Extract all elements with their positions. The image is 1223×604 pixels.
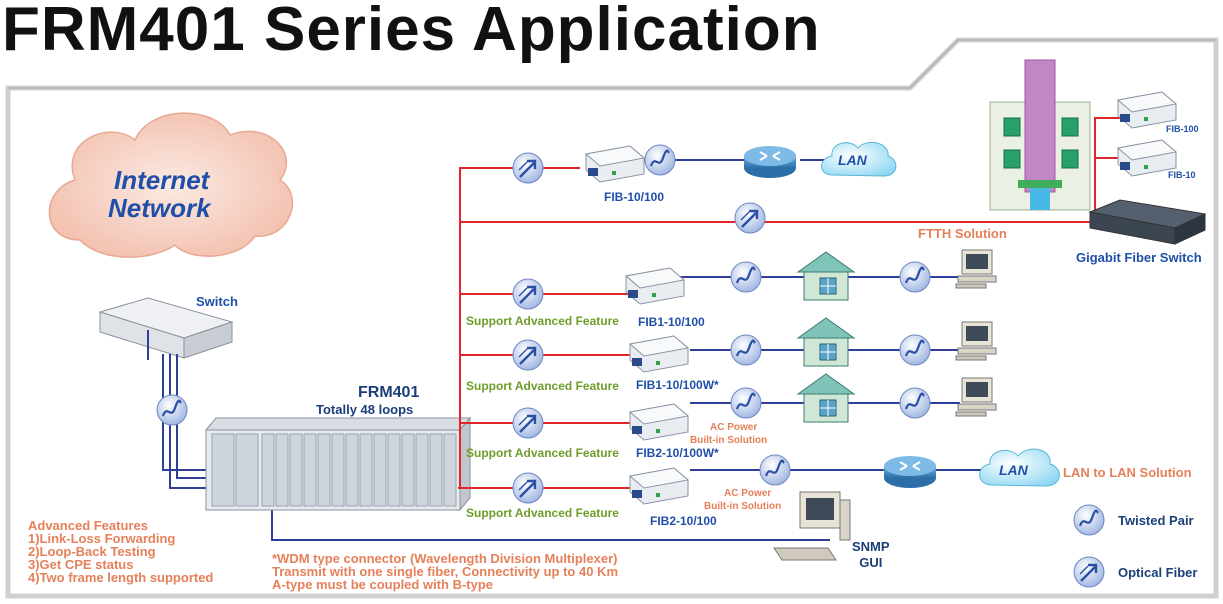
wdm-note-line: A-type must be coupled with B-type — [272, 577, 494, 592]
media-converter-icon — [629, 403, 689, 441]
wdm-note-line: *WDM type connector (Wavelength Division… — [272, 551, 618, 566]
legend-twisted-pair-label: Twisted Pair — [1118, 513, 1194, 528]
switch-device — [98, 297, 234, 359]
media-converter-icon — [585, 145, 645, 183]
internet-cloud — [48, 112, 294, 258]
fib-10-label: FIB-10 — [1168, 170, 1196, 180]
pc-icon — [955, 377, 997, 417]
router-icon — [743, 145, 797, 179]
switch-label: Switch — [196, 294, 238, 309]
building-icon — [989, 59, 1091, 211]
network-label: Network — [108, 193, 211, 223]
twisted-pair-icon — [1072, 503, 1106, 537]
advanced-feature-item: 3)Get CPE status — [28, 557, 134, 572]
frm401-label: FRM401 — [358, 384, 420, 401]
support-advanced-feature-label: Support Advanced Feature — [466, 379, 619, 393]
optical-fiber-icon — [511, 471, 545, 505]
snmp-gui-label: SNMP GUI — [852, 539, 890, 571]
advanced-feature-item: 2)Loop-Back Testing — [28, 544, 156, 559]
lan-cloud — [821, 141, 897, 177]
support-advanced-feature-label: Support Advanced Feature — [466, 446, 619, 460]
media-converter-icon — [625, 267, 685, 305]
twisted-pair-icon — [729, 260, 763, 294]
gigabit-fiber-switch-label: Gigabit Fiber Switch — [1076, 250, 1202, 265]
pc-icon — [773, 491, 851, 561]
ac-power-label: AC Power — [710, 422, 758, 433]
fib-10-100-label: FIB-10/100 — [604, 190, 665, 204]
frm401-chassis — [204, 416, 472, 512]
advanced-features-heading: Advanced Features — [28, 518, 148, 533]
media-converter-icon — [629, 467, 689, 505]
gui-label: GUI — [859, 555, 883, 570]
house-icon — [797, 317, 855, 367]
built-in-solution-label: Built-in Solution — [690, 435, 768, 446]
support-advanced-feature-label: Support Advanced Feature — [466, 314, 619, 328]
twisted-pair-icon — [758, 453, 792, 487]
fib1-10-100w-label: FIB1-10/100W* — [636, 378, 719, 392]
lan-cloud — [979, 448, 1060, 487]
optical-fiber-icon — [733, 201, 767, 235]
lan-cloud-label: LAN — [838, 152, 867, 168]
twisted-pair-icon — [729, 333, 763, 367]
wdm-note-line: Transmit with one single fiber, Connecti… — [272, 564, 618, 579]
built-in-solution-label: Built-in Solution — [704, 501, 782, 512]
ftth-solution-label: FTTH Solution — [918, 226, 1007, 241]
twisted-pair-icon — [898, 333, 932, 367]
twisted-pair-icon — [729, 386, 763, 420]
media-converter-icon — [1117, 91, 1177, 129]
advanced-feature-item: 1)Link-Loss Forwarding — [28, 531, 176, 546]
support-advanced-feature-label: Support Advanced Feature — [466, 506, 619, 520]
wdm-notes: *WDM type connector (Wavelength Division… — [272, 552, 618, 591]
house-icon — [797, 251, 855, 301]
fib1-10-100-label: FIB1-10/100 — [638, 315, 705, 329]
twisted-pair-icon — [898, 260, 932, 294]
optical-fiber-icon — [511, 151, 545, 185]
house-icon — [797, 373, 855, 423]
lan-to-lan-solution-label: LAN to LAN Solution — [1063, 465, 1192, 480]
ac-power-label: AC Power — [724, 488, 772, 499]
pc-icon — [955, 321, 997, 361]
fib2-10-100-label: FIB2-10/100 — [650, 514, 717, 528]
pc-icon — [955, 249, 997, 289]
twisted-pair-icon — [643, 143, 677, 177]
router-icon — [883, 455, 937, 489]
gigabit-switch-device — [1088, 199, 1207, 245]
optical-fiber-icon — [511, 277, 545, 311]
twisted-pair-icon — [155, 393, 189, 427]
snmp-label: SNMP — [852, 539, 890, 554]
optical-fiber-icon — [511, 338, 545, 372]
twisted-pair-icon — [898, 386, 932, 420]
lan-cloud-label: LAN — [999, 462, 1028, 478]
advanced-feature-item: 4)Two frame length supported — [28, 570, 214, 585]
frm401-subtitle: Totally 48 loops — [316, 402, 414, 417]
advanced-features-list: Advanced Features 1)Link-Loss Forwarding… — [28, 519, 213, 584]
legend-optical-fiber-label: Optical Fiber — [1118, 565, 1198, 580]
optical-fiber-icon — [1072, 555, 1106, 589]
optical-fiber-icon — [511, 406, 545, 440]
page-title: FRM401 Series Application — [2, 0, 821, 64]
internet-label: Internet — [114, 165, 210, 195]
fib-100-label: FIB-100 — [1166, 124, 1199, 134]
internet-cloud-label: Internet Network — [108, 166, 211, 222]
media-converter-icon — [629, 335, 689, 373]
fib2-10-100w-label: FIB2-10/100W* — [636, 446, 719, 460]
